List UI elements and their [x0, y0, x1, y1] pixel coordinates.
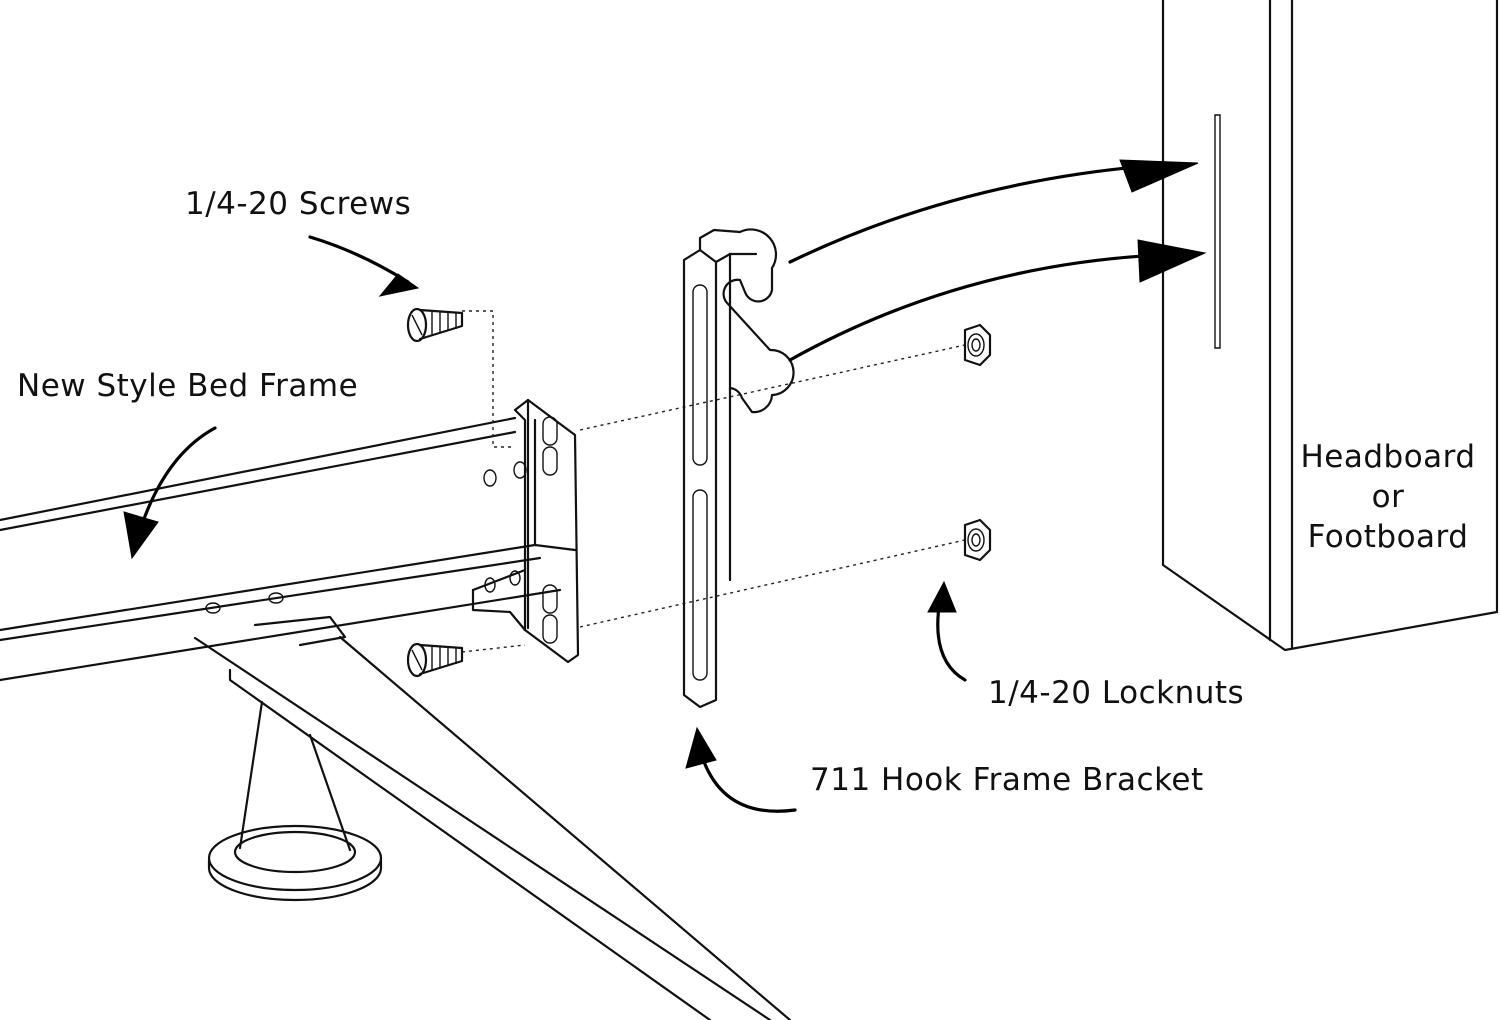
upper-screw — [406, 307, 464, 343]
hook-bracket — [682, 228, 795, 709]
bed-leg — [207, 700, 383, 902]
lower-locknut — [963, 518, 992, 562]
bed-frame-label: New Style Bed Frame — [17, 368, 359, 404]
headboard-label: Headboard or Footboard — [1296, 437, 1480, 557]
floor-cross-rail — [193, 615, 792, 1020]
headboard-label-line-1: Headboard — [1300, 439, 1476, 475]
locknuts-arrow — [927, 580, 967, 682]
frame-end-plate — [471, 398, 580, 664]
bracket-label-arrow — [685, 726, 797, 813]
bed-frame-arrow — [123, 426, 217, 560]
screws-arrow — [308, 235, 420, 297]
bracket-to-headboard-upper-arrow — [788, 159, 1199, 264]
headboard-label-line-2: or — [1371, 479, 1405, 515]
headboard-label-line-3: Footboard — [1307, 519, 1469, 555]
headboard-post — [1161, 0, 1499, 652]
alignment-lines — [461, 310, 966, 653]
screws-label: 1/4-20 Screws — [185, 186, 412, 222]
lower-screw — [406, 642, 464, 678]
bracket-to-headboard-lower-arrow — [788, 239, 1207, 362]
locknuts-label: 1/4-20 Locknuts — [988, 675, 1245, 711]
bed-frame-rail — [0, 416, 577, 682]
upper-locknut — [963, 323, 992, 367]
bracket-label: 711 Hook Frame Bracket — [810, 762, 1204, 798]
